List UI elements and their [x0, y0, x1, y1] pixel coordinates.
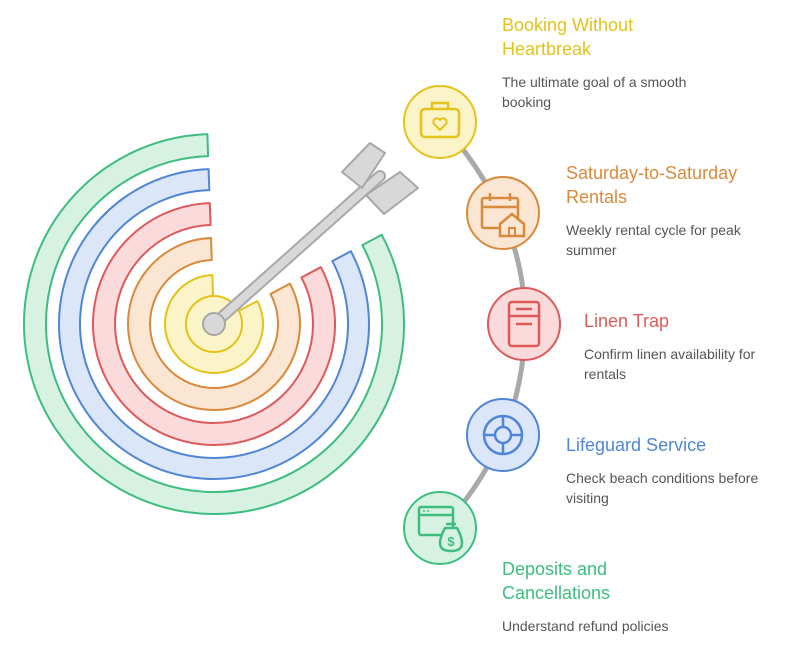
item-title-lifeguard: Lifeguard Service [566, 433, 706, 457]
arrow-fletching-lower [365, 171, 419, 215]
arrow-fletching-upper [341, 142, 386, 189]
item-desc-line: Check beach conditions before [566, 470, 759, 486]
item-title-booking: Booking Without Heartbreak [502, 13, 633, 61]
item-title-line: Cancellations [502, 583, 611, 603]
item-title-line: Lifeguard Service [566, 435, 707, 455]
item-desc-linen: Confirm linen availability for rentals [584, 344, 755, 384]
calendar-house-icon [466, 176, 540, 250]
linen-cabinet-icon [487, 287, 561, 361]
item-desc-deposits: Understand refund policies [502, 616, 669, 636]
item-title-line: Rentals [566, 187, 628, 207]
item-desc-booking: The ultimate goal of a smooth booking [502, 72, 686, 112]
item-desc-line: Confirm linen availability for [584, 346, 756, 362]
briefcase-heart-icon [403, 85, 477, 159]
item-desc-line: booking [502, 94, 552, 110]
item-title-deposits: Deposits and Cancellations [502, 557, 610, 605]
item-desc-saturday: Weekly rental cycle for peak summer [566, 220, 741, 260]
item-desc-line: rentals [584, 366, 627, 382]
icon-circles: $ [403, 85, 561, 565]
item-title-line: Linen Trap [584, 311, 670, 331]
ring-red [92, 202, 336, 446]
arrow [202, 142, 419, 336]
item-title-saturday: Saturday-to-Saturday Rentals [566, 161, 737, 209]
item-desc-line: summer [566, 242, 617, 258]
item-title-line: Deposits and [502, 559, 608, 579]
svg-text:$: $ [447, 534, 455, 549]
ring-orange [127, 237, 301, 411]
item-title-linen: Linen Trap [584, 309, 669, 333]
item-desc-line: Weekly rental cycle for peak [566, 222, 741, 238]
item-title-line: Booking Without [502, 15, 634, 35]
item-desc-lifeguard: Check beach conditions before visiting [566, 468, 758, 508]
ring-green [23, 133, 405, 515]
item-title-line: Heartbreak [502, 39, 592, 59]
item-desc-line: visiting [566, 490, 609, 506]
money-window-icon: $ [403, 491, 477, 565]
ring-blue [58, 168, 370, 480]
item-title-line: Saturday-to-Saturday [566, 163, 738, 183]
item-desc-line: Understand refund policies [502, 618, 669, 634]
lifebuoy-icon [466, 398, 540, 472]
arrow-tip [202, 312, 226, 336]
item-desc-line: The ultimate goal of a smooth [502, 74, 687, 90]
